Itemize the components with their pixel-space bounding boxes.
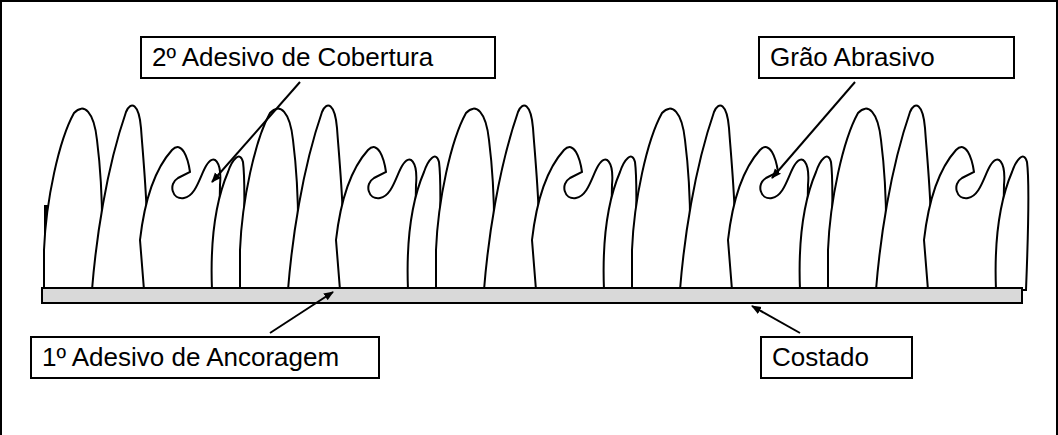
label-box: Costado <box>760 336 913 379</box>
backing-strip <box>42 288 1022 303</box>
label-box: 2º Adesivo de Cobertura <box>140 36 496 79</box>
label-text: Costado <box>772 342 901 373</box>
label-text: 1º Adesivo de Ancoragem <box>42 342 368 373</box>
leader-line <box>752 306 800 333</box>
leader-line <box>270 292 333 333</box>
abrasive-grains <box>44 105 1029 290</box>
label-text: 2º Adesivo de Cobertura <box>152 42 484 73</box>
label-box: Grão Abrasivo <box>758 36 1015 79</box>
leader-line <box>212 82 300 182</box>
leader-line <box>772 82 855 178</box>
label-box: 1º Adesivo de Ancoragem <box>30 336 380 379</box>
label-text: Grão Abrasivo <box>770 42 1003 73</box>
